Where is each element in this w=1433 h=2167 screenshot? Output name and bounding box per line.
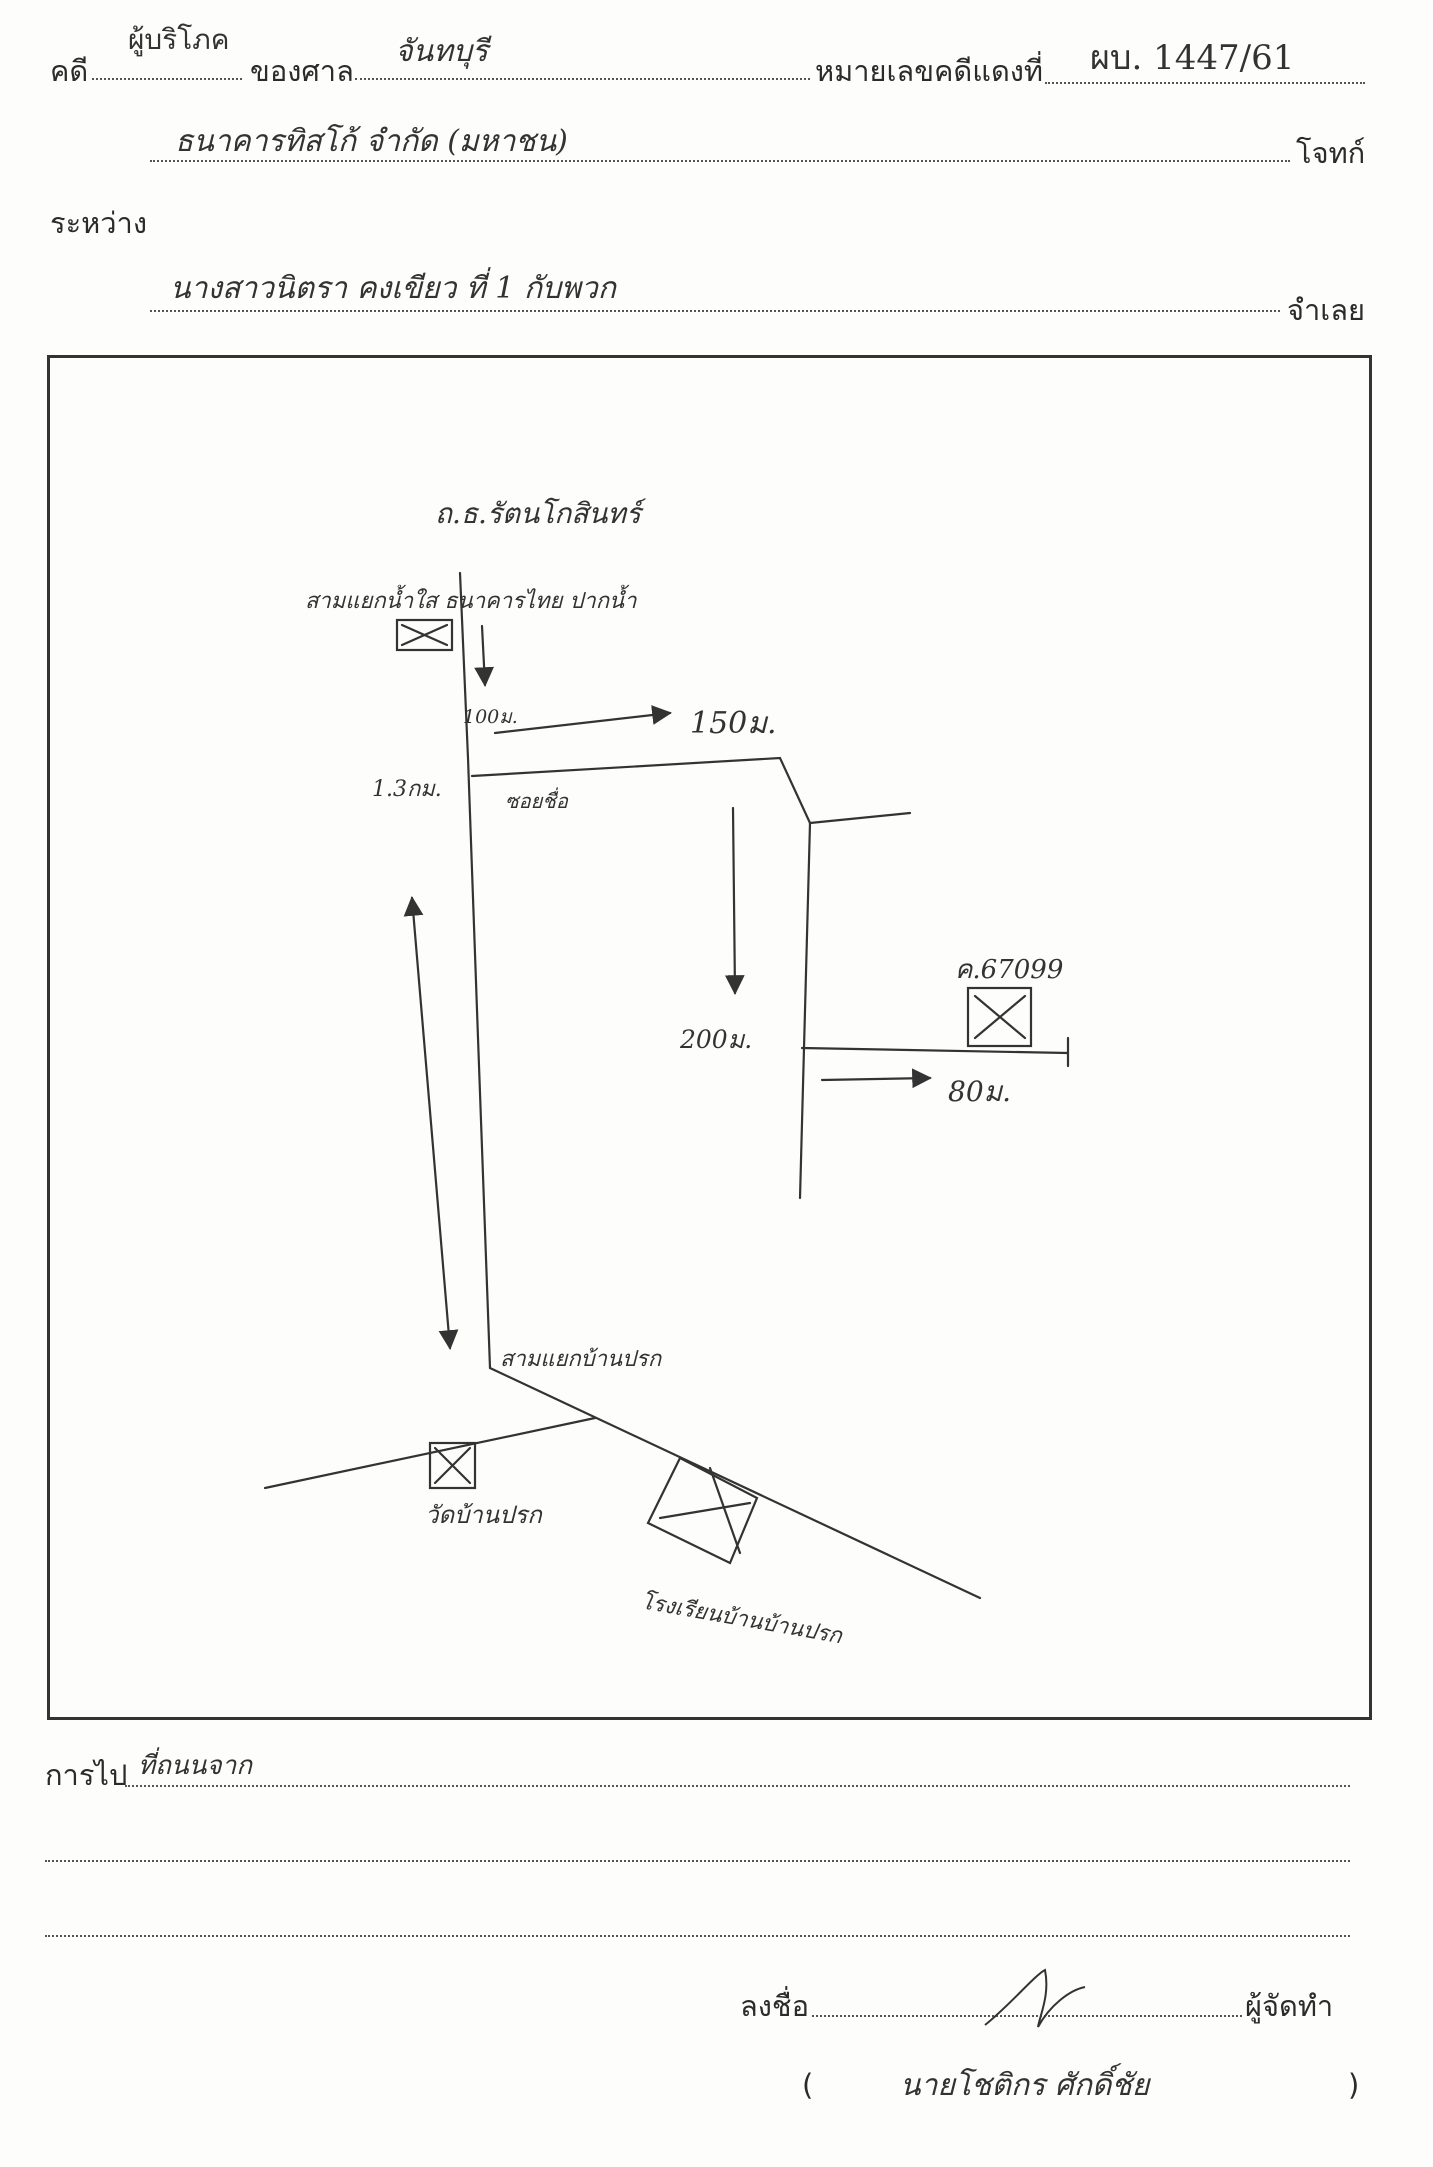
- plaintiff-name: ธนาคารทิสโก้ จำกัด (มหาชน): [175, 124, 568, 159]
- plaintiff-label: โจทก์: [1296, 136, 1366, 170]
- red-case-label: หมายเลขคดีแดงที่: [815, 54, 1044, 88]
- dist-80-label: 80ม.: [948, 1075, 1011, 1108]
- route-dots-3: [45, 1935, 1350, 1937]
- school-label: โรงเรียนบ้านบ้านปรก: [639, 1588, 846, 1649]
- route-label: การไป: [45, 1758, 128, 1792]
- paren-open: (: [802, 2068, 814, 2102]
- hand-drawn-map: ถ.ธ.รัตนโกสินทร์ สามแยกน้ำใส ธนาคารไทย ป…: [263, 497, 1070, 1650]
- road-name: ถ.ธ.รัตนโกสินทร์: [435, 497, 647, 530]
- arrow-80: [820, 1068, 932, 1089]
- sign-label: ลงชื่อ: [740, 1989, 810, 2023]
- arrow-1300: [403, 896, 459, 1350]
- signature-scribble: [984, 1968, 1086, 2028]
- route-text: ที่ถนนจาก: [138, 1751, 253, 1781]
- arrow-100: [474, 624, 494, 687]
- court-name: จันทบุรี: [395, 34, 489, 69]
- soi-name: ซอยชื่อ: [505, 787, 569, 813]
- main-road: [458, 571, 492, 1370]
- red-case-number: ผบ. 1447/61: [1090, 38, 1295, 78]
- court-label: ของศาล: [250, 54, 354, 88]
- red-case-dots: [1045, 82, 1365, 84]
- maker-name: นายโชติกร ศักดิ์ชัย: [900, 2068, 1150, 2103]
- maker-label: ผู้จัดทำ: [1245, 1989, 1334, 2023]
- dist-100-label: 100ม.: [463, 706, 518, 728]
- case-type: ผู้บริโภค: [128, 23, 230, 56]
- road-to-soi: [470, 756, 812, 825]
- route-dots-1: [125, 1785, 1350, 1787]
- dist-1300-label: 1.3กม.: [372, 777, 442, 802]
- between-label: ระหว่าง: [50, 206, 147, 240]
- court-dots: [355, 78, 810, 80]
- route-dots-2: [45, 1860, 1350, 1862]
- map-frame: ถ.ธ.รัตนโกสินทร์ สามแยกน้ำใส ธนาคารไทย ป…: [47, 355, 1372, 1720]
- junction-top: สามแยกน้ำใส ธนาคารไทย ปากน้ำ: [305, 584, 637, 614]
- house-number: ค.67099: [955, 955, 1063, 985]
- arrow-150: [493, 705, 672, 735]
- diagonal-road: [488, 1366, 982, 1600]
- road-2: [798, 821, 812, 1200]
- temple-label: วัดบ้านปรก: [425, 1501, 543, 1529]
- defendant-dots: [150, 310, 1280, 312]
- junction-bottom: สามแยกบ้านปรก: [500, 1347, 663, 1372]
- case-type-dots: [92, 78, 242, 80]
- defendant-label: จำเลย: [1287, 293, 1365, 327]
- dist-150-label: 150ม.: [690, 706, 777, 741]
- defendant-name: นางสาวนิตรา คงเขียว ที่ 1 กับพวก: [170, 271, 616, 306]
- dist-200-label: 200ม.: [679, 1025, 752, 1054]
- plaintiff-dots: [150, 160, 1290, 162]
- sign-dots: [812, 2015, 1242, 2017]
- arrow-200: [724, 806, 745, 995]
- road-to-house: [800, 1046, 1070, 1055]
- case-label: คดี: [50, 54, 89, 88]
- paren-close: ): [1348, 2068, 1360, 2102]
- road-branch: [808, 811, 912, 825]
